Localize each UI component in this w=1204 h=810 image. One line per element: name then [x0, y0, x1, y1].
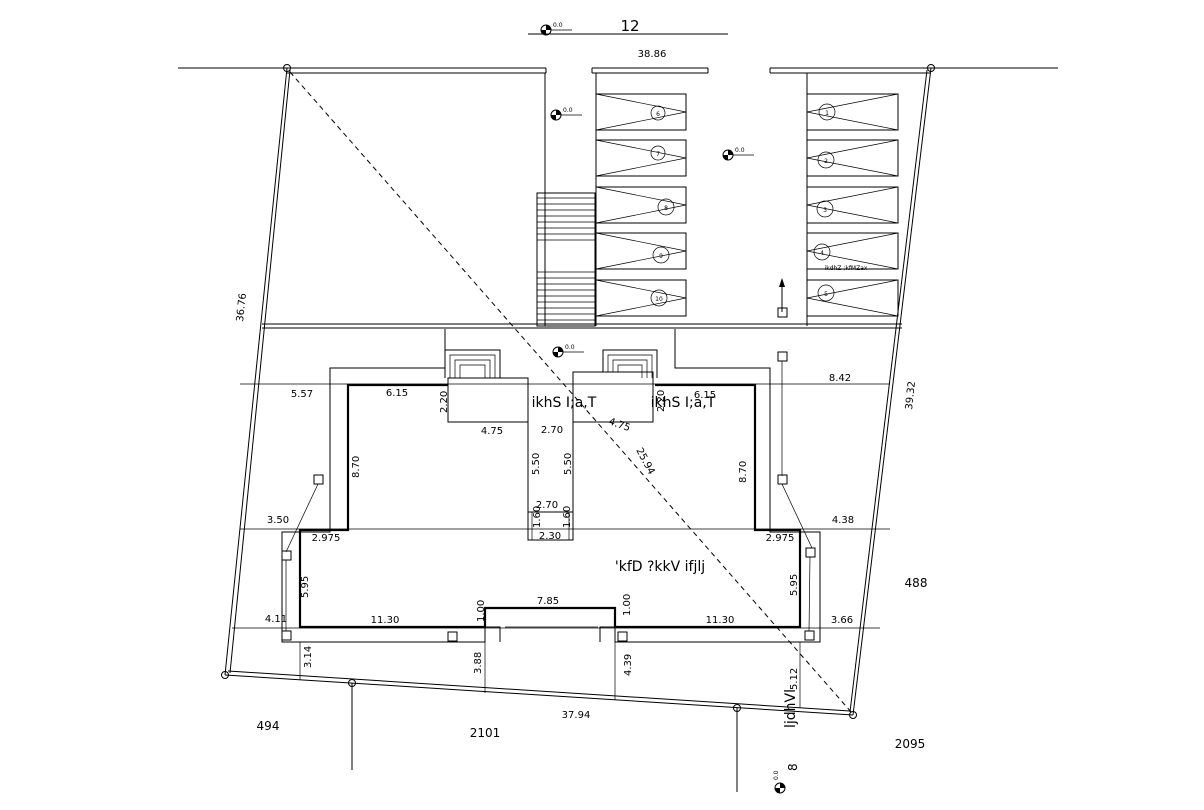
level-text: 0.0	[735, 147, 745, 154]
header-number: 12	[620, 17, 639, 35]
dimension-text: 4.11	[265, 614, 287, 625]
level-marker: 0.0	[550, 107, 582, 121]
top-boundary	[178, 67, 1058, 74]
parking-slot-number: 9	[659, 253, 663, 260]
parking-slot: 10	[595, 279, 687, 317]
parking-slot-number: 3	[823, 207, 827, 214]
dimension-text: 6.15	[386, 388, 408, 399]
dimension-text: 2.70	[536, 500, 558, 511]
dimension-text: 1.60	[562, 506, 573, 528]
plot-number-bottom-right: 2095	[895, 737, 926, 751]
level-text: 0.0	[563, 107, 573, 114]
dimension-text: 1.60	[532, 506, 543, 528]
parking-slot: 2	[806, 139, 899, 177]
parking-slot: 4	[806, 232, 899, 270]
level-marker: 0.0	[552, 344, 584, 358]
dimension-text: 2.975	[766, 533, 795, 544]
site-diagonal	[289, 71, 853, 714]
room-label-left: ikhS I;a,T	[532, 395, 597, 411]
dimension-text: 2.70	[541, 425, 563, 436]
room-label-right: ikhS I;a,T	[651, 395, 716, 411]
pillar	[281, 307, 816, 642]
level-text: 0.0	[565, 344, 575, 351]
parking-slot: 7	[595, 139, 687, 177]
diagonal-label: 25.94	[633, 446, 656, 476]
north-arrow	[779, 278, 785, 312]
dimension-text: 4.75	[607, 416, 632, 434]
plot-number-right: 488	[905, 576, 928, 590]
dimension-text: 1.00	[622, 594, 633, 616]
dimension-text: 4.75	[481, 426, 503, 437]
plot-number-bottom-left: 494	[257, 719, 280, 733]
dimension-text: 5.12	[789, 668, 800, 690]
parking-slot-number: 7	[656, 151, 660, 158]
parking-slot: 6	[595, 93, 687, 131]
dimension-text: 3.14	[303, 646, 314, 668]
dimension-text: 4.39	[623, 654, 634, 676]
main-stair	[536, 192, 596, 327]
dimension-text: 5.50	[531, 453, 542, 475]
dimension-text: 5.95	[300, 576, 311, 598]
parking-slot-number: 1	[825, 110, 829, 117]
header-level-marker: 0.0	[540, 22, 572, 36]
parking-column-left: 6 7 8 9 10	[544, 73, 687, 326]
dimension-text: 1.00	[476, 600, 487, 622]
dimension-labels: 5.57 6.15 2.20 4.75 2.70 4.75 6.15 2.20 …	[265, 373, 854, 690]
bottom-level-text: 0.0	[773, 770, 780, 780]
dimension-text: 2.975	[312, 533, 341, 544]
dimension-text: 8.42	[829, 373, 851, 384]
dimension-text: 2.20	[439, 391, 450, 413]
parking-slot-number: 10	[655, 296, 663, 303]
dimension-text: 6.15	[694, 390, 716, 401]
plot-boundary	[221, 64, 935, 719]
parking-slot: 9	[595, 232, 687, 270]
dimension-text: 8.70	[738, 461, 749, 483]
building-name: 'kfD ?kkV ifjlj	[615, 559, 705, 575]
dimension-text: 5.57	[291, 389, 313, 400]
parking-slot-number: 6	[656, 111, 660, 118]
courtyard-wall	[232, 323, 902, 643]
parking-slot: 3	[806, 186, 899, 224]
parking-column-right: 1 2 3 4 5	[806, 73, 899, 326]
level-marker: 0.0	[722, 147, 754, 161]
entrance-steps-left	[444, 349, 501, 378]
bottom-side-label: 37.94	[562, 710, 591, 721]
parking-slot: 5	[806, 279, 899, 317]
bottom-level-number: 8	[786, 763, 800, 771]
dimension-text: 3.50	[267, 515, 289, 526]
guide-lines	[299, 642, 801, 792]
dimension-text: 8.70	[351, 456, 362, 478]
parking-slot-number: 8	[664, 205, 668, 212]
plot-number-bottom-center: 2101	[470, 726, 501, 740]
building-outline	[298, 371, 802, 642]
dimension-text: 2.30	[539, 531, 561, 542]
dimension-text: 5.50	[563, 453, 574, 475]
parking-slot-number: 5	[824, 291, 828, 298]
dimension-text: 3.88	[473, 652, 484, 674]
header-level-text: 0.0	[553, 22, 563, 29]
dimension-text: 11.30	[371, 615, 400, 626]
dimension-text: 3.66	[831, 615, 853, 626]
parking-label: ikdhZ ;kfMZax	[825, 265, 868, 272]
dimension-text: 5.95	[789, 574, 800, 596]
road-label: ljdhVl	[783, 689, 799, 728]
parking-slot-number: 2	[824, 158, 828, 165]
right-side-label: 39.32	[904, 381, 918, 411]
dimension-text: 2.20	[656, 390, 667, 412]
dimension-text: 11.30	[706, 615, 735, 626]
dimension-text: 4.38	[832, 515, 854, 526]
header-width-label: 38.86	[638, 49, 667, 60]
dimension-text: 7.85	[537, 596, 559, 607]
parking-slot: 1	[806, 93, 899, 131]
bottom-level-marker: 0.0 8	[773, 763, 800, 794]
entrance-steps-right	[602, 349, 658, 378]
parking-slot: 8	[595, 186, 687, 224]
left-side-label: 36.76	[235, 293, 249, 323]
parking-slot-number: 4	[820, 250, 824, 257]
